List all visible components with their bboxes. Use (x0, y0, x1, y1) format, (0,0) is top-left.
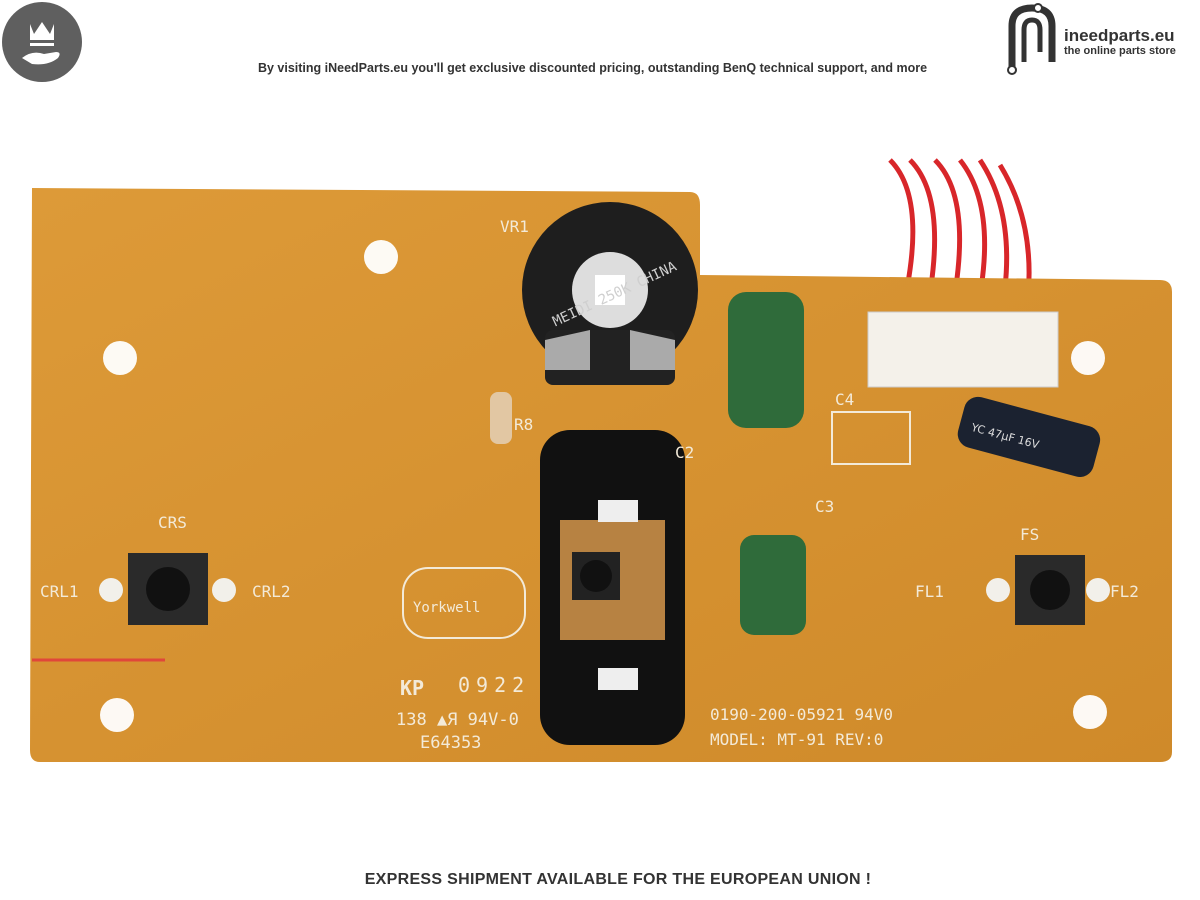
label-c4: C4 (835, 390, 854, 409)
label-crl2: CRL2 (252, 582, 291, 601)
promo-tagline: By visiting iNeedParts.eu you'll get exc… (257, 61, 928, 75)
ineedparts-logo[interactable]: ineedparts.eu the online parts store (1002, 2, 1197, 76)
capacitor-c3 (740, 535, 806, 635)
logo-brand: ineedparts.eu (1064, 26, 1175, 45)
crown-hand-icon (2, 2, 82, 82)
label-c3: C3 (815, 497, 834, 516)
label-ul: 138 ▲Я 94V-0 (396, 710, 519, 730)
resistor-r8 (490, 392, 512, 444)
label-part-number: 0190-200-05921 94V0 (710, 705, 893, 724)
label-kp: KP (400, 676, 424, 700)
label-model: MODEL: MT-91 REV:0 (710, 730, 883, 749)
center-switch (540, 430, 685, 745)
label-e-number: E64353 (420, 733, 481, 753)
label-vr1: VR1 (500, 217, 529, 236)
label-fs: FS (1020, 525, 1039, 544)
label-date: 0922 (458, 673, 530, 697)
label-yorkwell: Yorkwell (413, 600, 480, 616)
label-fl2: FL2 (1110, 582, 1139, 601)
capacitor-c4 (957, 396, 1101, 477)
wire-connector (867, 311, 1059, 388)
label-c2: C2 (675, 443, 694, 462)
capacitor-c2 (728, 292, 804, 428)
label-crl1: CRL1 (40, 582, 79, 601)
label-fl1: FL1 (915, 582, 944, 601)
label-crs: CRS (158, 513, 187, 532)
shipping-banner: EXPRESS SHIPMENT AVAILABLE FOR THE EUROP… (364, 871, 872, 888)
button-crs (99, 553, 236, 625)
button-fs (986, 555, 1110, 625)
logo-subtitle: the online parts store (1064, 45, 1176, 57)
label-r8: R8 (514, 415, 533, 434)
potentiometer-vr1 (522, 202, 698, 385)
